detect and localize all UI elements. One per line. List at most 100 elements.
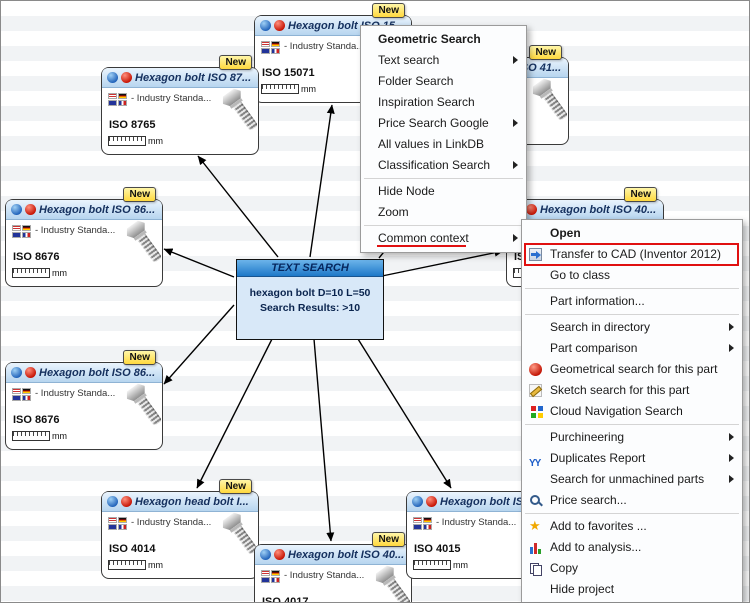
- standard-row: - Industry Standa...: [12, 388, 115, 401]
- duplicates-icon: [529, 452, 542, 465]
- flag: [12, 395, 21, 401]
- flag: [118, 524, 127, 530]
- bolt-shaft: [543, 91, 569, 122]
- menu-item-all-values-linkdb[interactable]: All values in LinkDB: [362, 134, 525, 155]
- menu-item-copy[interactable]: Copy: [523, 558, 741, 579]
- menu-item-search-in-directory[interactable]: Search in directory: [523, 317, 741, 338]
- bolt-thumbnail: [199, 89, 259, 137]
- menu-item-text-search[interactable]: Text search: [362, 50, 525, 71]
- flag: [118, 517, 127, 523]
- flags-icon: [261, 570, 280, 583]
- menu-item-search-unmachined-parts[interactable]: Search for unmachined parts: [523, 469, 741, 490]
- standard-label: - Industry Standa...: [35, 388, 116, 399]
- menu-item-transfer-to-cad[interactable]: Transfer to CAD (Inventor 2012): [523, 243, 741, 266]
- ruler-icon: [108, 136, 146, 146]
- standard-label: - Industry Standa...: [284, 41, 365, 52]
- menu-item-label: Geometric Search: [378, 32, 481, 46]
- arrow-line: [197, 155, 279, 258]
- part-node-iso-8765[interactable]: New Hexagon bolt ISO 87... - Industry St…: [101, 55, 259, 155]
- menu-item-open[interactable]: Open: [523, 223, 741, 244]
- catalog-globe-icon: [11, 204, 22, 215]
- menu-item-add-to-favorites[interactable]: Add to favorites ...: [523, 516, 741, 537]
- unit-row: mm: [12, 268, 67, 278]
- submenu-arrow-icon: [513, 56, 518, 64]
- standard-label: - Industry Standa...: [436, 517, 517, 528]
- catalog-globe-icon: [260, 549, 271, 560]
- menu-item-part-information[interactable]: Part information...: [523, 291, 741, 312]
- new-badge: New: [123, 350, 156, 365]
- menu-item-label: Part information...: [550, 294, 645, 308]
- part-node-iso-4017[interactable]: New Hexagon bolt ISO 40... - Industry St…: [254, 532, 412, 602]
- standard-label: - Industry Standa...: [284, 570, 365, 581]
- menu-item-label: Copy: [550, 561, 579, 575]
- part-status-icon: [526, 204, 537, 215]
- menu-item-geometrical-search-part[interactable]: Geometrical search for this part: [523, 359, 741, 380]
- part-code: ISO 4015: [414, 543, 461, 555]
- menu-item-common-context[interactable]: Common context: [362, 228, 525, 249]
- part-title: Hexagon bolt ISO 86...: [39, 366, 156, 379]
- flag: [261, 48, 270, 54]
- transfer-cad-icon: [529, 248, 542, 261]
- menu-item-folder-search[interactable]: Folder Search: [362, 71, 525, 92]
- standard-row: - Industry Standa...: [261, 41, 364, 54]
- menu-item-inspiration-search[interactable]: Inspiration Search: [362, 92, 525, 113]
- part-node-iso-8676-b[interactable]: New Hexagon bolt ISO 86... - Industry St…: [5, 350, 163, 450]
- bolt-shaft: [137, 233, 163, 264]
- submenu-arrow-icon: [729, 344, 734, 352]
- menu-item-label: Hide Node: [378, 184, 435, 198]
- bolt-shape: [529, 75, 574, 125]
- menu-item-sketch-search-part[interactable]: Sketch search for this part: [523, 380, 741, 401]
- menu-item-part-comparison[interactable]: Part comparison: [523, 338, 741, 359]
- node-context-menu: Geometric Search Text search Folder Sear…: [360, 25, 527, 253]
- menu-item-zoom[interactable]: Zoom: [362, 202, 525, 223]
- standard-row: - Industry Standa...: [108, 93, 211, 106]
- flag: [118, 100, 127, 106]
- menu-item-classification-search[interactable]: Classification Search: [362, 155, 525, 176]
- text-search-node[interactable]: TEXT SEARCH hexagon bolt D=10 L=50 Searc…: [236, 259, 384, 340]
- part-code: ISO 8676: [13, 414, 60, 426]
- menu-item-purchineering[interactable]: Purchineering: [523, 427, 741, 448]
- menu-item-label: Text search: [378, 53, 440, 67]
- part-node-header: Hexagon bolt ISO 86...: [6, 363, 162, 383]
- menu-item-duplicates-report[interactable]: Duplicates Report: [523, 448, 741, 469]
- bolt-thumbnail: [352, 566, 412, 602]
- menu-item-price-search-google[interactable]: Price Search Google: [362, 113, 525, 134]
- part-node-header: Hexagon bolt ISO 87...: [102, 68, 258, 88]
- price-search-icon: [529, 494, 542, 507]
- menu-item-hide-project[interactable]: Hide project: [523, 579, 741, 600]
- menu-item-go-to-class[interactable]: Go to class: [523, 265, 741, 286]
- menu-item-add-to-analysis[interactable]: Add to analysis...: [523, 537, 741, 558]
- flag: [108, 93, 117, 99]
- new-badge: New: [372, 3, 405, 18]
- part-title: Hexagon bolt ISO 86...: [39, 203, 156, 216]
- part-status-icon: [426, 496, 437, 507]
- menu-item-label: Open: [550, 226, 581, 240]
- flag: [108, 517, 117, 523]
- part-node-header: Hexagon bolt ISO 40...: [255, 545, 411, 565]
- flag: [12, 232, 21, 238]
- flag: [271, 41, 280, 47]
- part-node-iso-4014[interactable]: New Hexagon head bolt I... - Industry St…: [101, 479, 259, 579]
- submenu-arrow-icon: [729, 475, 734, 483]
- flag: [423, 524, 432, 530]
- bolt-shape: [219, 85, 264, 135]
- flags-icon: [12, 388, 31, 401]
- part-node-iso-8676-a[interactable]: New Hexagon bolt ISO 86... - Industry St…: [5, 187, 163, 287]
- new-badge: New: [624, 187, 657, 202]
- cloud-navigation-icon: [531, 406, 536, 411]
- ruler-icon: [108, 560, 146, 570]
- menu-item-geometric-search[interactable]: Geometric Search: [362, 29, 525, 50]
- menu-separator: [525, 288, 739, 289]
- menu-item-hide-node[interactable]: Hide Node: [362, 181, 525, 202]
- menu-item-label: Zoom: [378, 205, 409, 219]
- menu-item-price-search[interactable]: Price search...: [523, 490, 741, 511]
- ruler-icon: [413, 560, 451, 570]
- arrow-line: [309, 104, 335, 258]
- bolt-shaft: [233, 101, 259, 132]
- menu-item-cloud-navigation-search[interactable]: Cloud Navigation Search: [523, 401, 741, 422]
- bolt-shape: [123, 217, 168, 267]
- menu-separator: [525, 314, 739, 315]
- menu-item-label: Add to analysis...: [550, 540, 642, 554]
- catalog-globe-icon: [107, 496, 118, 507]
